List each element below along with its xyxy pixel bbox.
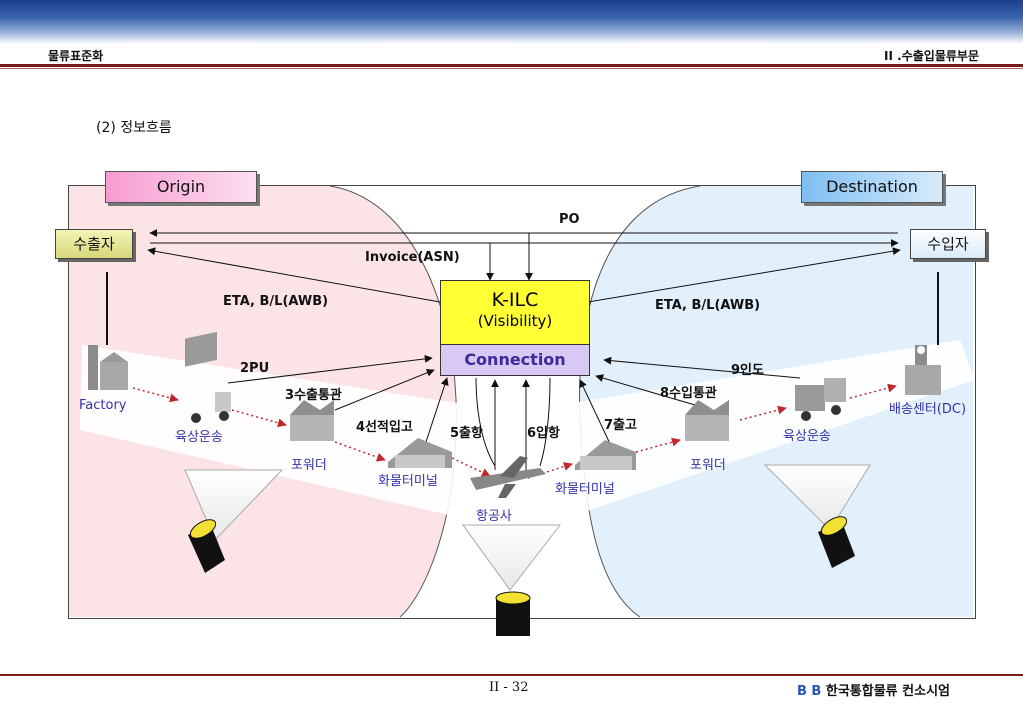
distribution-center-icon (905, 345, 941, 395)
flow-step7: 7출고 (604, 418, 637, 433)
header-rule-thin (0, 68, 1023, 69)
node-terminal-left: 화물터미널 (378, 474, 438, 489)
airplane-icon (470, 456, 546, 498)
node-trucking-left: 육상운송 (175, 430, 223, 445)
database-icon-center (495, 591, 531, 636)
connection-box: Connection (440, 344, 590, 376)
section-title: (2) 정보흐름 (96, 120, 172, 136)
flow-step3: 3수출통관 (285, 388, 342, 403)
funnel-center (462, 524, 562, 591)
node-factory: Factory (79, 398, 127, 413)
database-icon-left (188, 519, 225, 573)
flow-step4: 4선적입고 (356, 420, 413, 435)
warehouse-icon-left (290, 400, 334, 441)
factory-icon (88, 345, 128, 390)
flow-step5: 5출항 (450, 426, 483, 441)
importer-box: 수입자 (910, 229, 986, 259)
node-terminal-right: 화물터미널 (555, 482, 615, 497)
klic-subtitle: (Visibility) (477, 312, 553, 330)
node-dc: 배송센터(DC) (889, 402, 967, 417)
klic-box: K-ILC (Visibility) (440, 280, 590, 346)
destination-tag: Destination (801, 171, 943, 203)
header-left-title: 물류표준화 (48, 49, 104, 63)
company-logo: B B 한국통합물류 컨소시엄 (797, 680, 950, 699)
flow-eta-right: ETA, B/L(AWB) (655, 298, 761, 313)
node-airline: 항공사 (476, 509, 512, 524)
header-right-title: II .수출입물류부문 (884, 49, 979, 63)
flow-eta-left: ETA, B/L(AWB) (223, 294, 329, 309)
header-rule (0, 64, 1023, 67)
origin-tag: Origin (105, 171, 257, 203)
flow-step2: 2PU (240, 361, 270, 376)
flow-step9: 9인도 (731, 363, 764, 378)
warehouse-icon-right (685, 400, 729, 441)
truck-icon-left (185, 331, 231, 423)
flow-step8: 8수입통관 (660, 386, 717, 401)
footer-rule (0, 674, 1023, 676)
flow-step6: 6입항 (527, 426, 560, 441)
company-name: 한국통합물류 컨소시엄 (825, 684, 951, 699)
node-forwarder-left: 포워더 (291, 458, 327, 473)
exporter-box: 수출자 (55, 229, 133, 259)
klic-title: K-ILC (491, 289, 539, 311)
flow-invoice: Invoice(ASN) (365, 250, 460, 265)
node-trucking-right: 육상운송 (783, 429, 831, 444)
logo-mark-icon: B B (797, 684, 822, 699)
funnel-right (763, 464, 871, 531)
flow-band (80, 340, 975, 520)
database-icon-right (818, 516, 855, 568)
terminal-icon-left (388, 438, 452, 468)
truck-icon-right (795, 378, 846, 421)
terminal-icon-right (575, 440, 636, 470)
page-number: II - 32 (489, 680, 529, 695)
node-forwarder-right: 포워더 (690, 458, 726, 473)
header-banner (0, 0, 1023, 44)
flow-po: PO (559, 212, 580, 227)
